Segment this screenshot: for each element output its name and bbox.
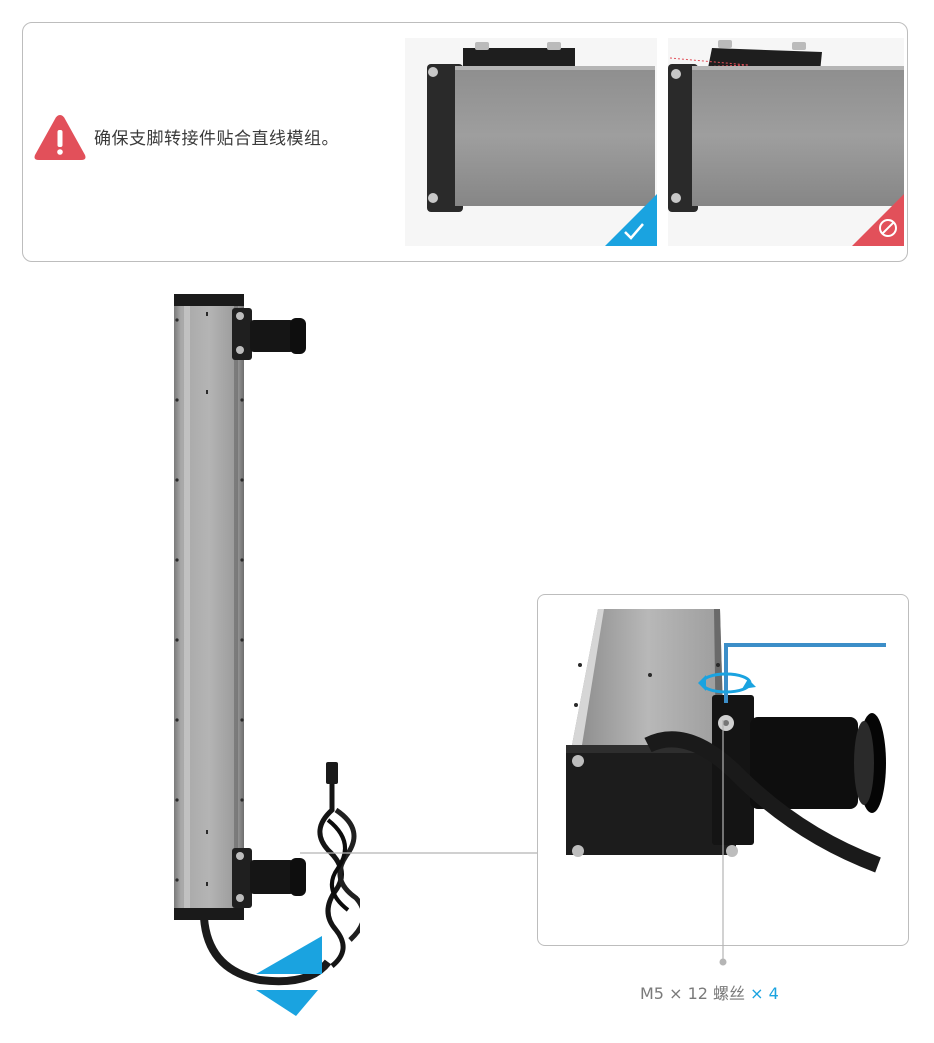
screw-label: M5 × 12 螺丝 × 4 — [640, 980, 779, 1004]
callout-line — [300, 852, 540, 854]
screw-spec: M5 × 12 螺丝 — [640, 984, 746, 1003]
rotate-arrow-icon — [705, 678, 755, 700]
warning-triangle-icon — [34, 115, 86, 160]
screw-pointer — [719, 720, 727, 966]
incorrect-fit-photo — [668, 38, 904, 246]
correct-fit-photo — [405, 38, 657, 246]
screw-quantity: × 4 — [750, 984, 779, 1003]
linear-module-rail — [174, 294, 360, 1016]
prohibited-badge-icon — [852, 193, 902, 243]
check-badge-icon — [604, 193, 654, 243]
detail-closeup-image — [566, 609, 886, 873]
warning-text: 确保支脚转接件贴合直线模组。 — [94, 129, 339, 149]
